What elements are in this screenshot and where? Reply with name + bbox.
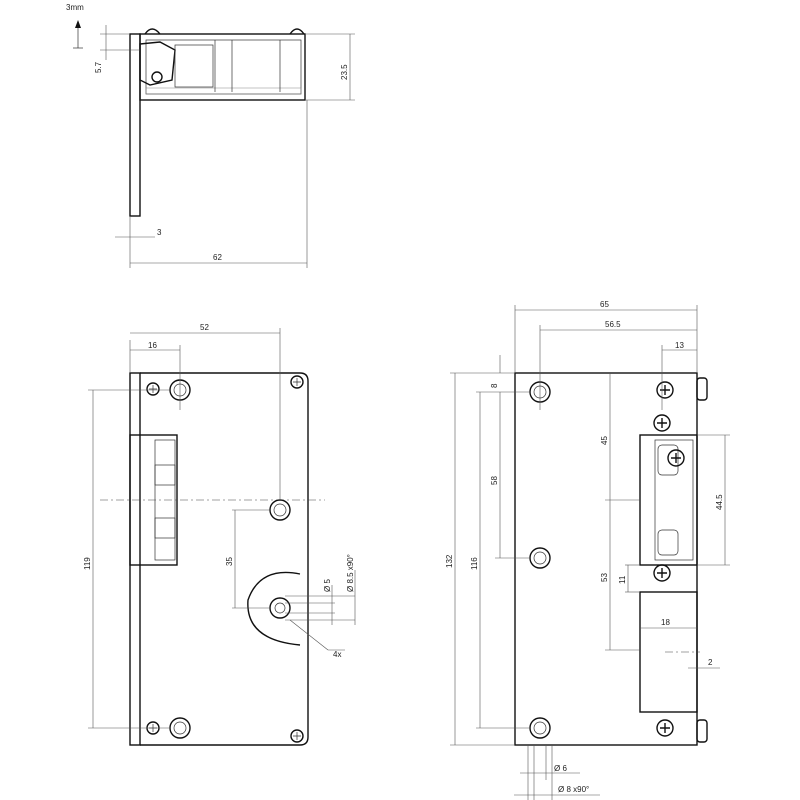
screw bbox=[290, 729, 304, 743]
scale-indicator: 3mm bbox=[66, 3, 84, 49]
dim-width: 65 bbox=[600, 300, 609, 309]
dim-height: 23.5 bbox=[340, 64, 349, 80]
dim-plate-thickness: 3 bbox=[157, 228, 162, 237]
dim-upper: 45 bbox=[600, 436, 609, 445]
dim-hole-line: 56.5 bbox=[605, 320, 621, 329]
dim-count: 4x bbox=[333, 650, 341, 659]
strike-view: 65 56.5 13 132 116 58 8 45 53 44.5 11 18… bbox=[445, 300, 730, 800]
hole bbox=[529, 547, 551, 569]
screw bbox=[290, 375, 304, 389]
dim-height: 132 bbox=[445, 554, 454, 568]
dim-center-distance: 52 bbox=[200, 323, 209, 332]
hole bbox=[529, 717, 551, 739]
dim-keeper-offset: 13 bbox=[675, 341, 684, 350]
screw bbox=[667, 449, 685, 467]
dim-hole-spacing: 119 bbox=[83, 557, 92, 570]
cam bbox=[247, 571, 301, 646]
screw bbox=[656, 381, 674, 399]
dim-hole-spacing: 116 bbox=[470, 557, 479, 570]
scale-label: 3mm bbox=[66, 3, 84, 12]
screw-head bbox=[144, 28, 161, 35]
dim-keeper-height: 44.5 bbox=[715, 494, 724, 510]
dim-countersink: Ø 8.5 x90° bbox=[346, 554, 355, 592]
dim-lower: 53 bbox=[600, 573, 609, 582]
top-view: 5.7 23.5 3 62 bbox=[94, 25, 355, 268]
dim-box-edge: 2 bbox=[708, 658, 713, 667]
dim-hole-diameter: Ø 6 bbox=[554, 764, 567, 773]
dim-hole-offset: 16 bbox=[148, 341, 157, 350]
dim-hole-diameter: Ø 5 bbox=[323, 579, 332, 592]
screw bbox=[656, 719, 674, 737]
front-view: 16 52 119 35 Ø 5 Ø 8.5 x90° 4x bbox=[83, 323, 356, 746]
dim-countersink: Ø 8 x90° bbox=[558, 785, 589, 794]
dim-gap: 11 bbox=[618, 575, 627, 584]
screw bbox=[653, 564, 671, 582]
dim-box-width: 18 bbox=[661, 618, 670, 627]
dim-top-hole: 8 bbox=[490, 383, 499, 388]
dim-cam-offset: 35 bbox=[225, 557, 234, 566]
dim-width: 62 bbox=[213, 253, 222, 262]
dim-mid-hole: 58 bbox=[490, 476, 499, 485]
screw bbox=[146, 382, 160, 396]
screw-head bbox=[289, 28, 305, 35]
dim-plate-offset: 5.7 bbox=[94, 61, 103, 73]
screw bbox=[653, 414, 671, 432]
